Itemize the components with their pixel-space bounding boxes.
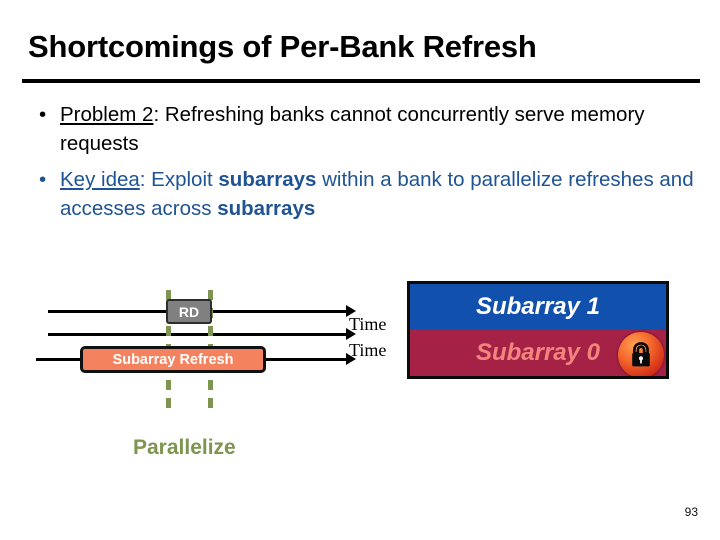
lock-icon	[618, 332, 664, 376]
subarray-stack: Subarray 1 Subarray 0	[407, 281, 669, 379]
bullet-text-segment-2: within a bank to parallelize refreshes a…	[60, 168, 694, 220]
bullet-emphasis-subarrays-2: subarrays	[217, 197, 316, 220]
parallelize-guide-right	[208, 290, 213, 416]
parallelize-guide-left	[166, 290, 171, 416]
title-divider	[22, 79, 700, 83]
subarray-0-label: Subarray 0	[475, 339, 601, 366]
bullet-marker: •	[39, 168, 47, 191]
parallelize-caption: Parallelize	[133, 436, 236, 459]
timeline-axis-3-right	[262, 358, 348, 361]
bullet-text-problem: : Refreshing banks cannot concurrently s…	[60, 103, 645, 155]
bullet-lead-key-idea: Key idea	[60, 168, 140, 191]
bullet-item-key-idea: • Key idea: Exploit subarrays within a b…	[26, 165, 698, 223]
subarray-1-label: Subarray 1	[475, 293, 601, 320]
subarray-row-1: Subarray 1	[410, 284, 666, 330]
timeline-axis-3-left	[36, 358, 84, 361]
page-number: 93	[684, 505, 698, 519]
subarray-row-0: Subarray 0	[410, 330, 666, 376]
bullet-list: • Problem 2: Refreshing banks cannot con…	[26, 100, 698, 230]
bullet-emphasis-subarrays-1: subarrays	[218, 168, 317, 191]
bullet-text-segment-1: : Exploit	[139, 168, 219, 191]
read-command-box: RD	[166, 299, 212, 324]
subarray-refresh-box: Subarray Refresh	[80, 346, 266, 373]
timeline-arrowhead-1	[346, 305, 356, 317]
bullet-lead-problem: Problem 2	[60, 103, 154, 126]
bullet-marker: •	[39, 103, 47, 126]
timeline-arrowhead-2	[346, 328, 356, 340]
time-axis-label-bottom: Time	[349, 340, 387, 360]
page-title: Shortcomings of Per-Bank Refresh	[28, 29, 537, 64]
timeline-axis-1	[48, 310, 348, 313]
timeline-arrowhead-3	[346, 353, 356, 365]
time-axis-label-top: Time	[349, 314, 387, 334]
timeline-axis-2	[48, 333, 348, 336]
bullet-item-problem: • Problem 2: Refreshing banks cannot con…	[26, 100, 698, 158]
